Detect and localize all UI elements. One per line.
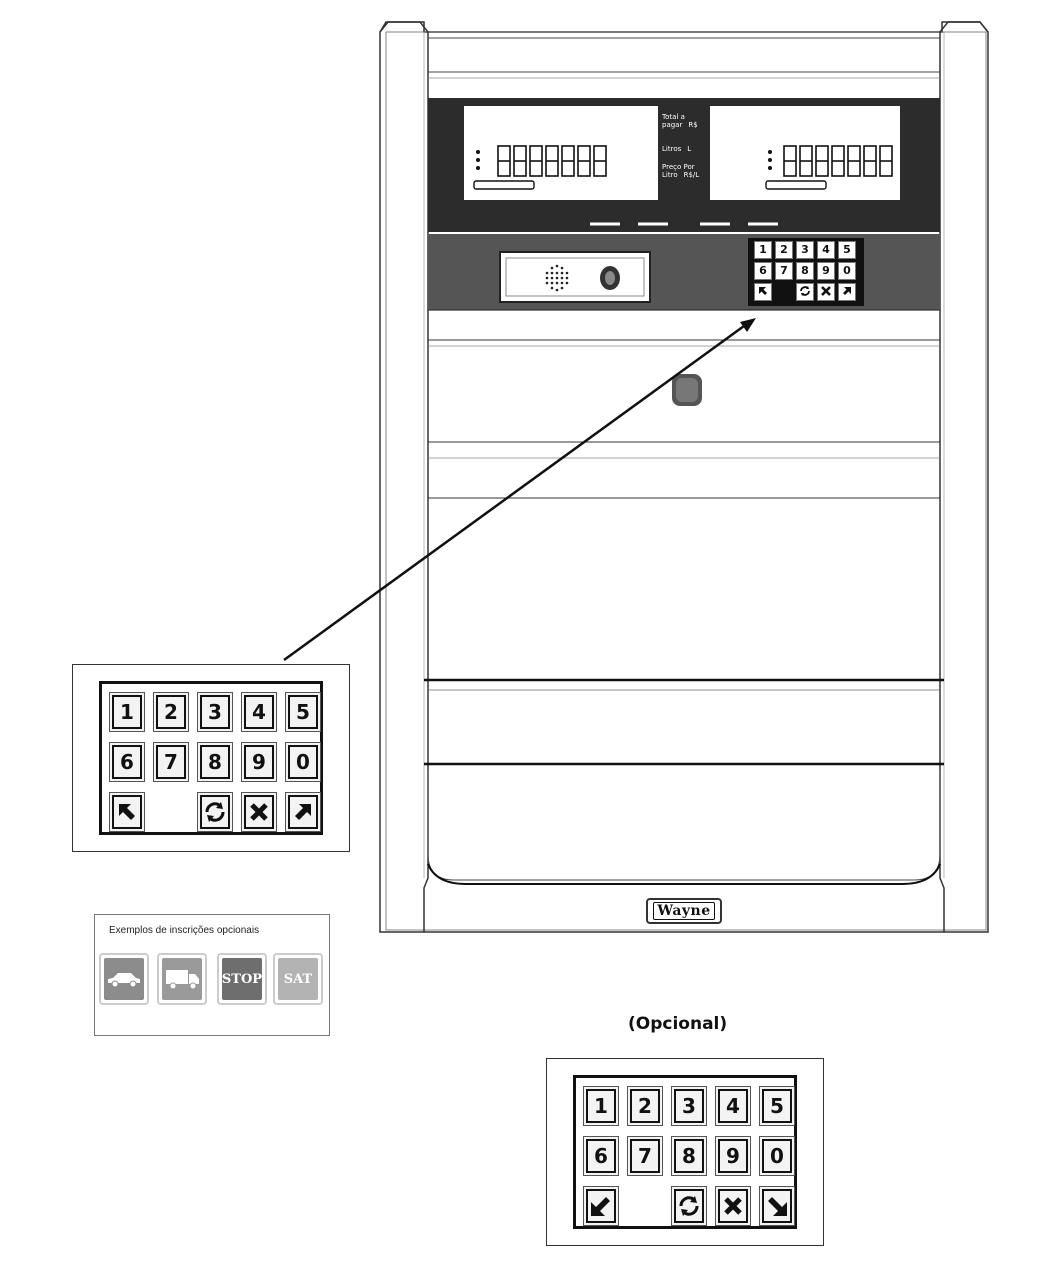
mini-key-refresh-icon[interactable]: [796, 283, 814, 301]
car-icon: [104, 958, 144, 1000]
mini-key-8[interactable]: 8: [796, 262, 814, 280]
inscriptions-title: Exemplos de inscrições opcionais: [109, 925, 260, 936]
opt-key-8[interactable]: 8: [671, 1136, 707, 1176]
truck-icon: [162, 958, 202, 1000]
keypad-callout: 1 2 3 4 5 6 7 8 9 0: [72, 664, 350, 852]
opt-key-cancel[interactable]: [715, 1186, 751, 1226]
mini-key-7[interactable]: 7: [775, 262, 793, 280]
sat-label: SAT: [278, 958, 318, 1000]
right-display-digits: [783, 145, 893, 177]
mini-key-0[interactable]: 0: [838, 262, 856, 280]
key-5[interactable]: 5: [285, 692, 321, 732]
refresh-icon: [679, 1196, 699, 1216]
optional-inscriptions-panel: Exemplos de inscrições opcionais STOP SA…: [94, 914, 330, 1036]
arrow-down-right-icon: [768, 1197, 787, 1216]
opt-key-1[interactable]: 1: [583, 1086, 619, 1126]
mini-key-cancel-x-icon[interactable]: [817, 283, 835, 301]
key-1[interactable]: 1: [109, 692, 145, 732]
display-labels: Total a pagar R$ Litros L Preço Por Litro R…: [662, 113, 699, 179]
inscription-sat: SAT: [273, 953, 323, 1005]
key-2[interactable]: 2: [153, 692, 189, 732]
mini-key-4[interactable]: 4: [817, 241, 835, 259]
opt-key-4[interactable]: 4: [715, 1086, 751, 1126]
unit-price: R$/L: [683, 171, 700, 179]
left-display-digits: [497, 145, 607, 177]
speaker-grille-icon: [545, 264, 569, 292]
optional-label: (Opcional): [628, 1014, 728, 1034]
opt-key-arrow-down-left[interactable]: [583, 1186, 619, 1226]
refresh-icon: [205, 802, 225, 822]
opt-key-3[interactable]: 3: [671, 1086, 707, 1126]
cancel-x-icon: [250, 803, 268, 821]
opt-key-9[interactable]: 9: [715, 1136, 751, 1176]
label-total: Total a: [662, 113, 685, 121]
optional-keypad: 1 2 3 4 5 6 7 8 9 0: [573, 1075, 797, 1229]
opt-key-refresh[interactable]: [671, 1186, 707, 1226]
key-arrow-up-left[interactable]: [109, 792, 145, 832]
opt-key-5[interactable]: 5: [759, 1086, 795, 1126]
cancel-x-icon: [724, 1197, 742, 1215]
mini-key-arrow-up-left-icon[interactable]: [754, 283, 772, 301]
key-cancel[interactable]: [241, 792, 277, 832]
arrow-up-left-icon: [119, 804, 135, 820]
key-6[interactable]: 6: [109, 742, 145, 782]
optional-keypad-callout: 1 2 3 4 5 6 7 8 9 0: [546, 1058, 824, 1246]
opt-key-blank: [627, 1186, 663, 1226]
stop-label: STOP: [222, 958, 262, 1000]
mini-key-1[interactable]: 1: [754, 241, 772, 259]
mini-key-9[interactable]: 9: [817, 262, 835, 280]
key-4[interactable]: 4: [241, 692, 277, 732]
label-liters: Litros: [662, 145, 682, 153]
inscription-stop: STOP: [217, 953, 267, 1005]
unit-liters: L: [687, 145, 692, 153]
card-reader-icon: [600, 266, 620, 290]
arrow-down-left-icon: [591, 1197, 610, 1216]
arrow-up-right-icon: [295, 804, 311, 820]
dispenser-keypad: 1 2 3 4 5 6 7 8 9 0: [748, 238, 864, 306]
opt-key-7[interactable]: 7: [627, 1136, 663, 1176]
label-price-per: Preço Por: [662, 163, 695, 171]
mini-key-5[interactable]: 5: [838, 241, 856, 259]
mini-key-arrow-up-right-icon[interactable]: [838, 283, 856, 301]
label-pay: pagar: [662, 121, 683, 129]
mini-key-6[interactable]: 6: [754, 262, 772, 280]
brand-logo: Wayne: [653, 902, 715, 920]
key-3[interactable]: 3: [197, 692, 233, 732]
nozzle-lock-icon: [672, 374, 702, 406]
key-8[interactable]: 8: [197, 742, 233, 782]
brand-plate: Wayne: [646, 898, 722, 924]
keypad: 1 2 3 4 5 6 7 8 9 0: [99, 681, 323, 835]
key-arrow-up-right[interactable]: [285, 792, 321, 832]
mini-key-2[interactable]: 2: [775, 241, 793, 259]
opt-key-arrow-down-right[interactable]: [759, 1186, 795, 1226]
inscription-truck: [157, 953, 207, 1005]
opt-key-2[interactable]: 2: [627, 1086, 663, 1126]
mini-key-3[interactable]: 3: [796, 241, 814, 259]
opt-key-0[interactable]: 0: [759, 1136, 795, 1176]
unit-currency: R$: [688, 121, 698, 129]
key-9[interactable]: 9: [241, 742, 277, 782]
mini-key-blank: [775, 283, 793, 301]
key-blank: [153, 792, 189, 832]
label-liter: Litro: [662, 171, 678, 179]
callout-arrow: [283, 318, 756, 662]
key-0[interactable]: 0: [285, 742, 321, 782]
opt-key-6[interactable]: 6: [583, 1136, 619, 1176]
key-7[interactable]: 7: [153, 742, 189, 782]
key-refresh[interactable]: [197, 792, 233, 832]
inscription-car: [99, 953, 149, 1005]
